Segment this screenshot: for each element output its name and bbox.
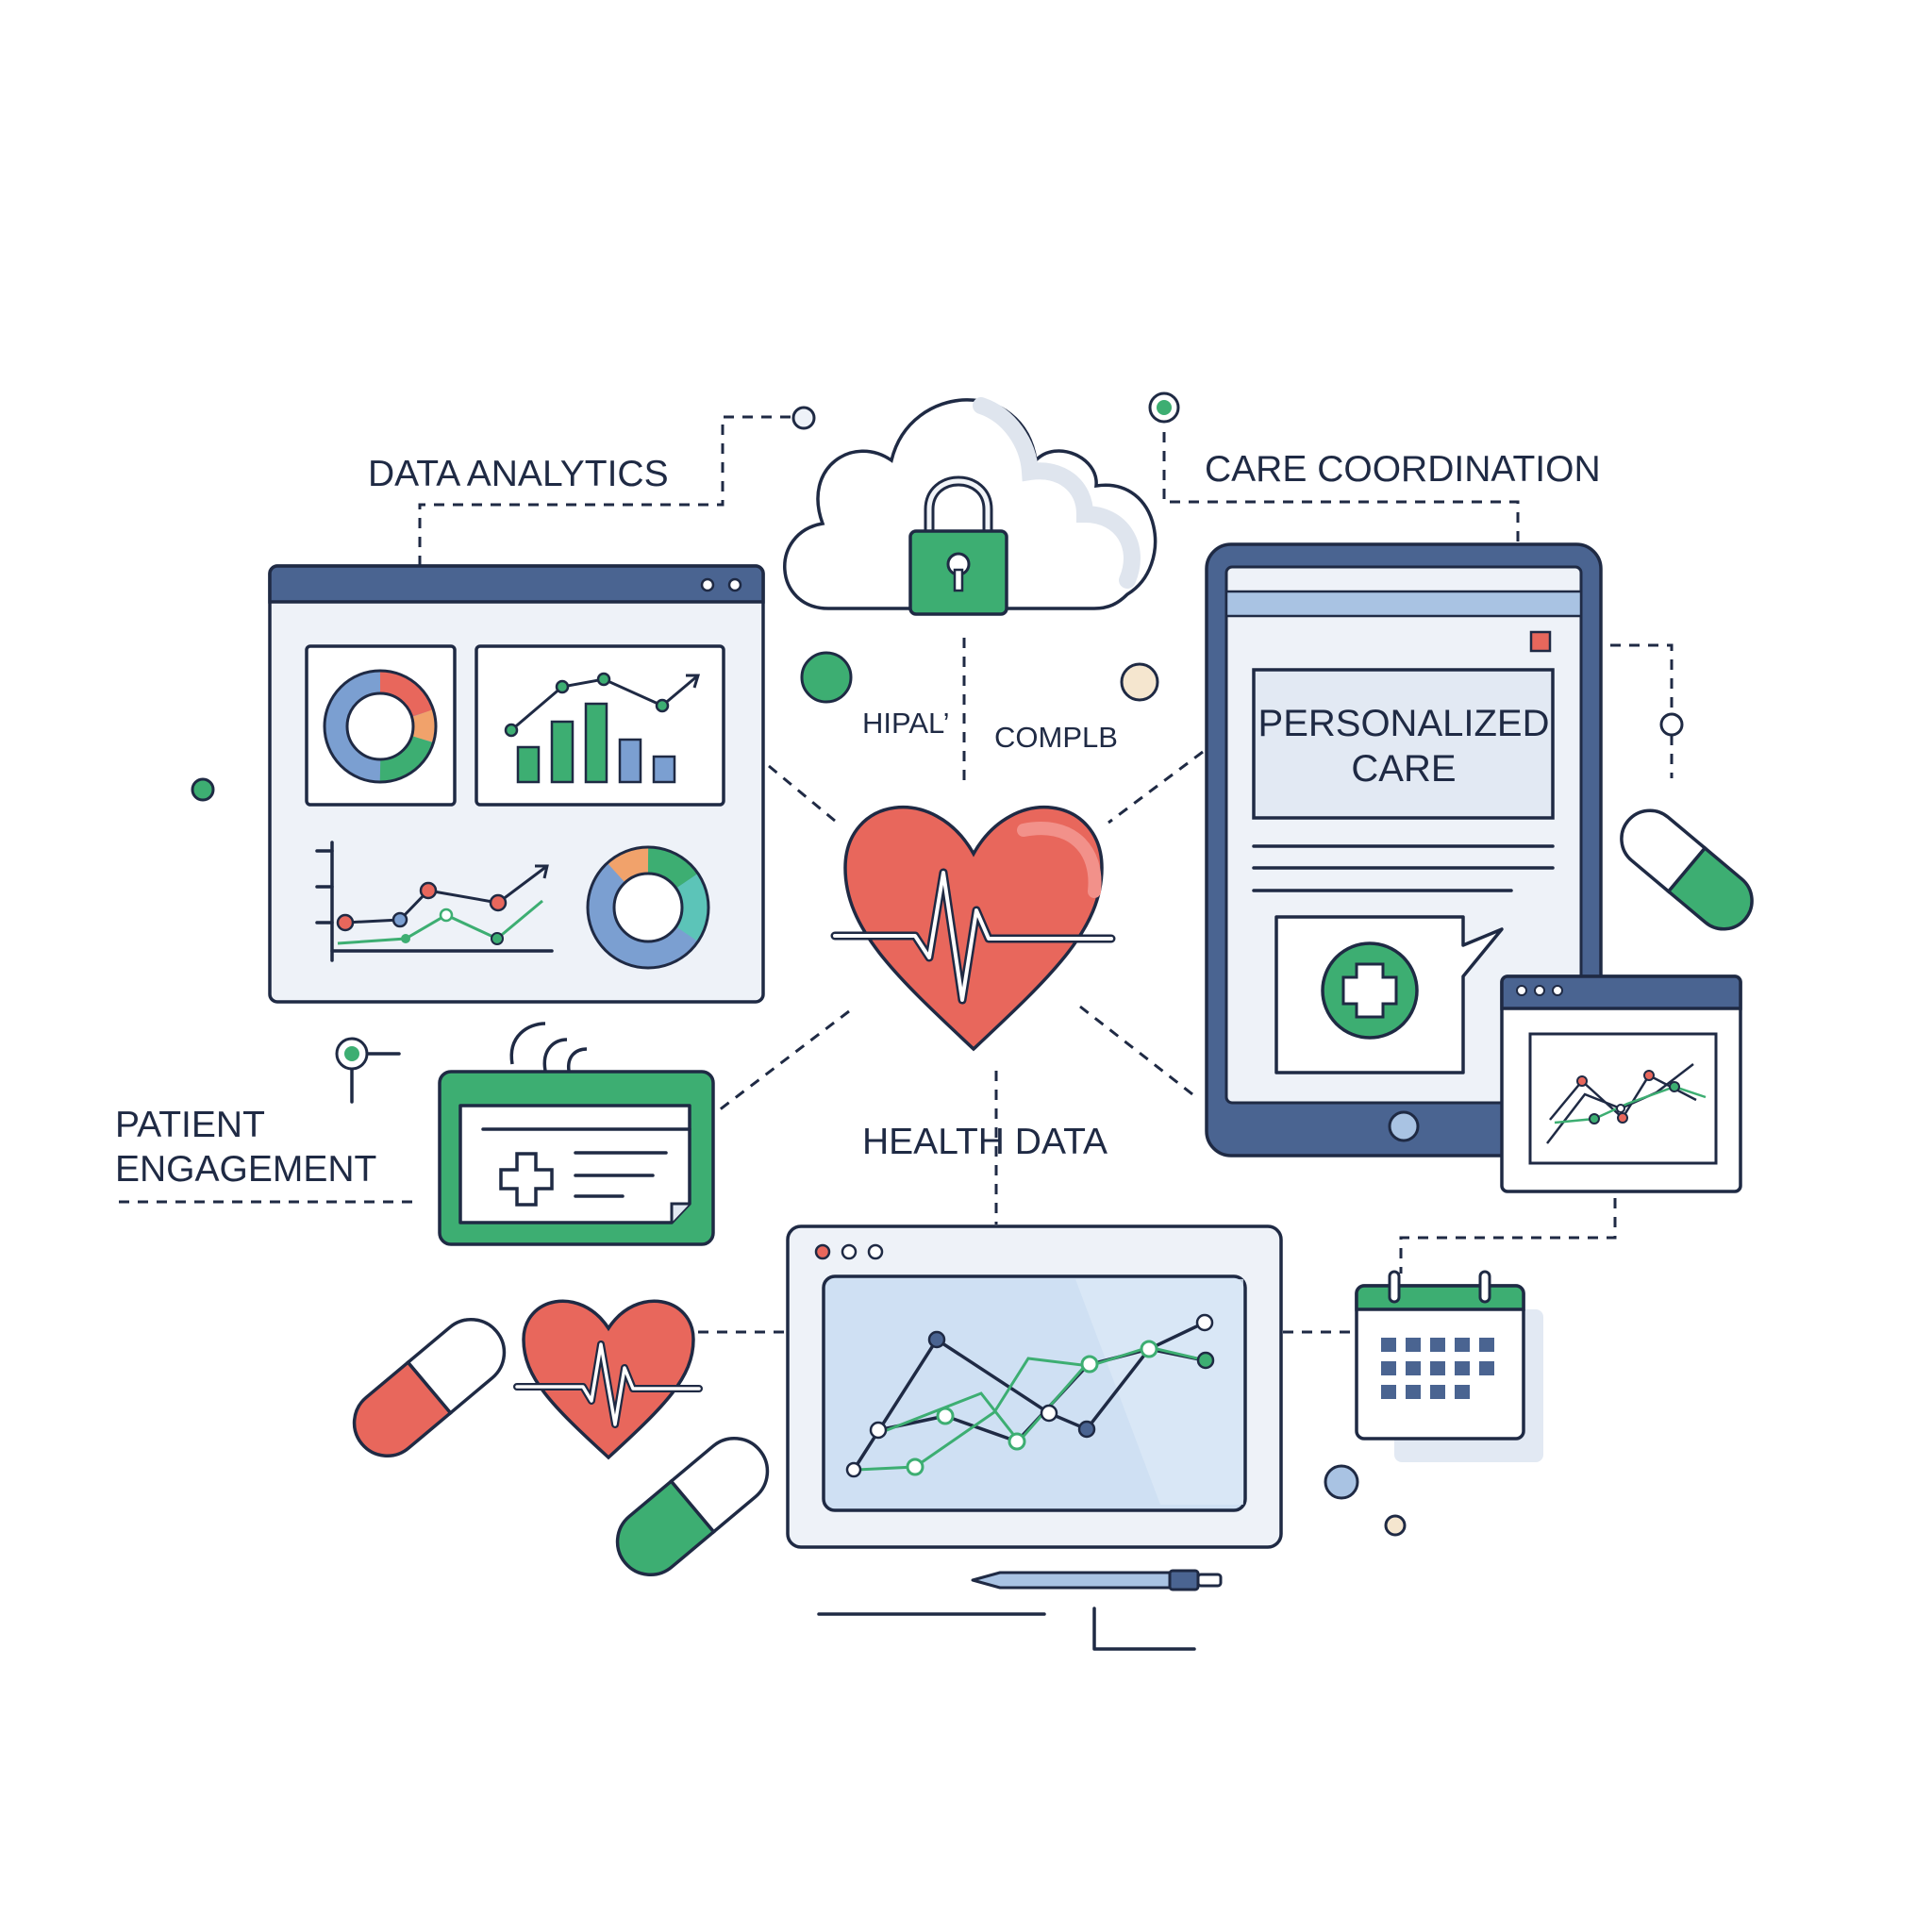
label-health-data: HEALTH DATA xyxy=(862,1122,1108,1162)
donut-chart-icon xyxy=(586,845,710,970)
trend-window xyxy=(1500,974,1742,1193)
label-patient-engagement-line2: ENGAGEMENT xyxy=(115,1149,376,1190)
node-dot xyxy=(800,651,853,704)
label-care-coordination: CARE COORDINATION xyxy=(1205,449,1601,490)
node-dot xyxy=(1659,712,1684,737)
analytics-dashboard-window xyxy=(268,564,765,1004)
padlock-icon xyxy=(908,475,1008,616)
donut-chart-icon xyxy=(323,669,438,784)
node-dot xyxy=(1324,1464,1359,1500)
label-personalized-care-line2: CARE xyxy=(1351,748,1456,790)
node-dot xyxy=(791,406,816,430)
node-dot xyxy=(1384,1514,1407,1537)
heart-pulse-icon xyxy=(513,1299,703,1460)
line-chart-icon xyxy=(845,1313,1215,1478)
label-data-analytics: DATA ANALYTICS xyxy=(368,454,669,494)
calendar-icon xyxy=(1355,1270,1543,1462)
baseline-corner xyxy=(1092,1607,1196,1651)
pen-icon xyxy=(971,1569,1223,1591)
heart-pulse-icon xyxy=(830,806,1116,1052)
label-hipaa: HIPAL’ xyxy=(862,707,949,740)
pill-icon xyxy=(1620,808,1754,931)
line-chart-icon xyxy=(1546,1063,1707,1144)
label-personalized-care-line1: PERSONALIZED xyxy=(1258,703,1550,744)
medical-cross-icon xyxy=(499,1152,554,1207)
node-dot xyxy=(191,777,215,802)
pill-icon xyxy=(352,1317,507,1458)
bar-chart-icon xyxy=(504,672,701,784)
node-dot-core xyxy=(1157,400,1172,415)
medical-cross-icon xyxy=(1321,941,1419,1040)
connectors xyxy=(119,415,1674,1334)
line-chart-icon xyxy=(315,841,554,962)
health-data-monitor xyxy=(786,1224,1283,1549)
pill-icon xyxy=(615,1436,770,1577)
secure-cloud xyxy=(783,397,1158,616)
pin-dot-core xyxy=(344,1046,359,1061)
label-patient-engagement-line1: PATIENT xyxy=(115,1105,265,1145)
node-dot xyxy=(1120,662,1159,702)
label-compliance: COMPLB xyxy=(994,721,1118,754)
node-dots xyxy=(191,391,1684,1537)
tablet-device xyxy=(1205,542,1603,1158)
patient-card xyxy=(438,1022,715,1246)
